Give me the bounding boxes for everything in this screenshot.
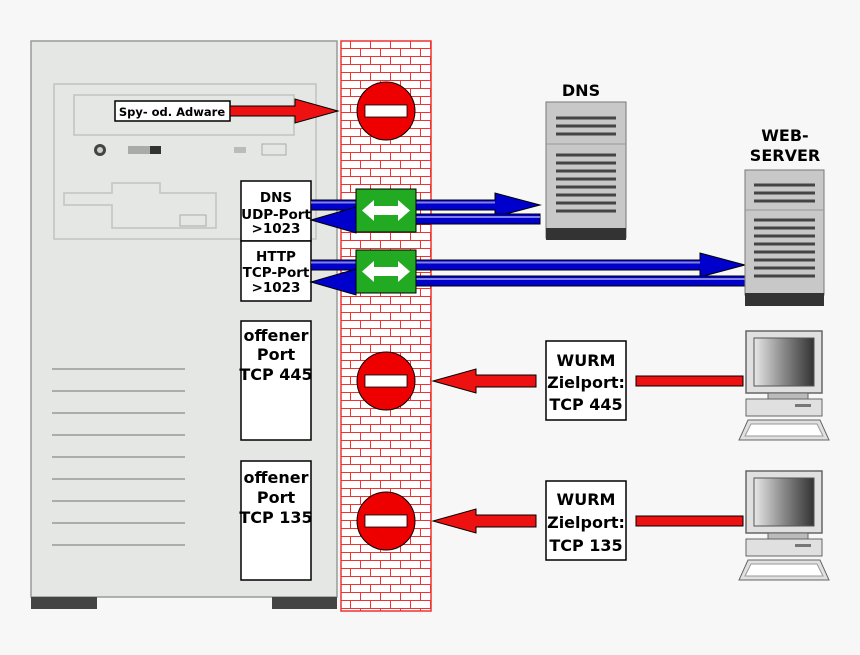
spyware-box: Spy- od. Adware — [114, 100, 231, 122]
power-button-icon — [94, 144, 106, 156]
server-tower-icon — [744, 169, 825, 306]
worm-445-arrows — [431, 368, 744, 394]
open-port-135-box: offener Port TCP 135 — [239, 460, 313, 581]
svg-text:UDP-Port: UDP-Port — [241, 207, 311, 223]
svg-text:TCP 135: TCP 135 — [549, 536, 622, 555]
desktop-computer-icon — [738, 470, 830, 581]
dns-server-label: DNS — [562, 81, 600, 100]
web-server-label-1: WEB- — [761, 126, 808, 145]
bidirectional-arrow-icon — [355, 188, 417, 233]
worm-135-arrows — [431, 508, 744, 534]
svg-text:offener: offener — [244, 326, 309, 345]
server-tower-icon — [545, 101, 627, 240]
http-port-box: HTTP TCP-Port >1023 — [240, 240, 312, 302]
dns-port-box: DNS UDP-Port >1023 — [240, 180, 312, 242]
no-entry-icon — [356, 351, 416, 411]
vent-slots — [52, 368, 185, 546]
worm-445-box: WURM Zielport: TCP 445 — [545, 340, 627, 421]
no-entry-icon — [356, 81, 416, 141]
svg-text:Zielport:: Zielport: — [547, 513, 625, 532]
svg-text:TCP 445: TCP 445 — [239, 365, 312, 384]
bidirectional-arrow-icon — [355, 249, 417, 294]
svg-text:DNS: DNS — [260, 190, 292, 206]
svg-text:Zielport:: Zielport: — [547, 373, 625, 392]
client-pc-tower — [30, 40, 338, 609]
svg-text:TCP 135: TCP 135 — [239, 508, 312, 527]
desktop-computer-icon — [738, 330, 830, 441]
spyware-label: Spy- od. Adware — [119, 105, 225, 119]
open-port-445-box: offener Port TCP 445 — [239, 320, 313, 441]
svg-text:Port: Port — [257, 345, 296, 364]
svg-text:WURM: WURM — [557, 351, 616, 370]
web-server-label-2: SERVER — [750, 146, 820, 165]
svg-text:>1023: >1023 — [252, 221, 301, 237]
svg-text:WURM: WURM — [557, 490, 616, 509]
svg-text:offener: offener — [244, 468, 309, 487]
svg-text:TCP 445: TCP 445 — [549, 395, 622, 414]
svg-text:HTTP: HTTP — [256, 249, 296, 265]
worm-135-box: WURM Zielport: TCP 135 — [545, 480, 627, 561]
svg-text:TCP-Port: TCP-Port — [243, 265, 310, 281]
svg-text:Port: Port — [257, 488, 296, 507]
no-entry-icon — [356, 491, 416, 551]
spyware-arrow — [229, 98, 340, 124]
svg-text:>1023: >1023 — [252, 280, 301, 296]
